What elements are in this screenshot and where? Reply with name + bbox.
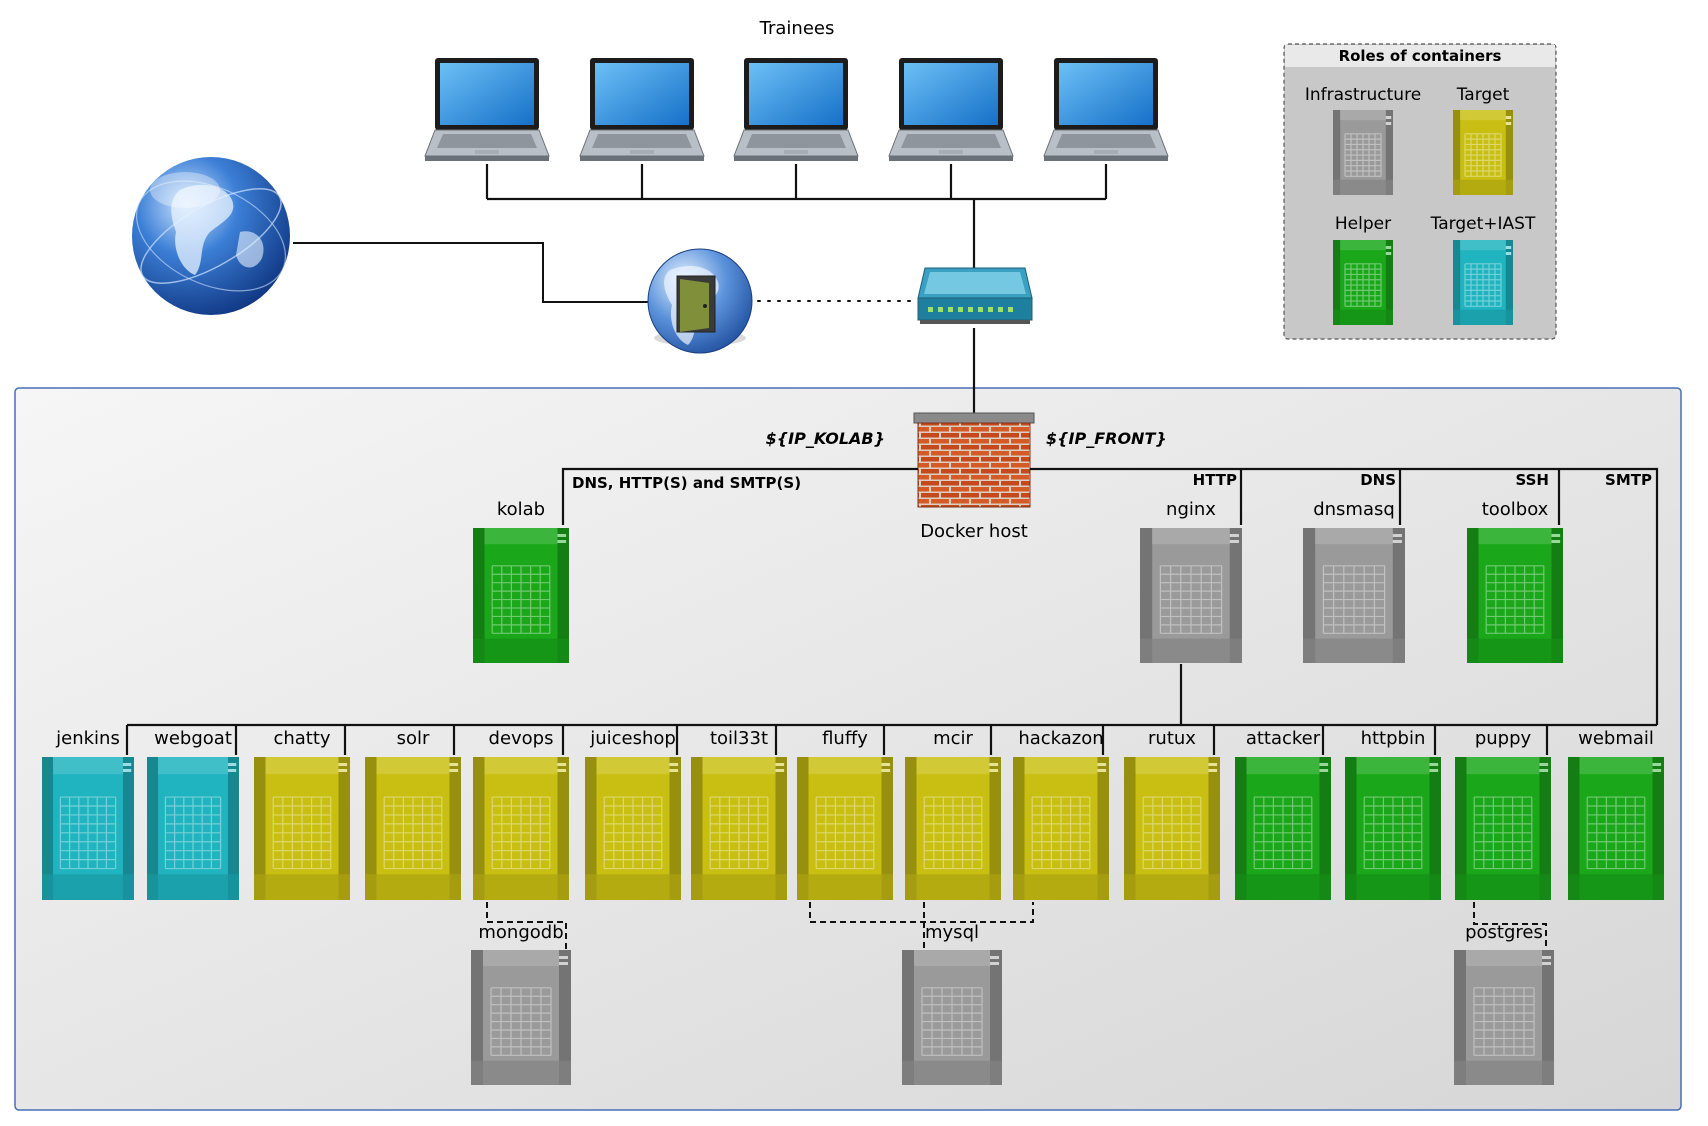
container-servers: [42, 528, 1664, 1085]
kolab-protocols-label: DNS, HTTP(S) and SMTP(S): [572, 474, 801, 492]
dns-label: DNS: [1360, 471, 1396, 489]
label-mongodb: mongodb: [478, 922, 563, 943]
server-toil33t: [691, 757, 787, 900]
laptop-icon: [733, 58, 859, 161]
server-webgoat: [147, 757, 239, 900]
legend-title: Roles of containers: [1339, 47, 1502, 65]
legend-label-infrastructure: Infrastructure: [1305, 85, 1421, 105]
legend-label-helper: Helper: [1335, 214, 1391, 234]
label-devops: devops: [489, 728, 554, 749]
server-mysql: [902, 950, 1002, 1085]
label-nginx: nginx: [1166, 499, 1216, 520]
label-postgres: postgres: [1465, 922, 1543, 943]
smtp-label: SMTP: [1605, 471, 1652, 489]
label-mcir: mcir: [933, 728, 973, 749]
laptop-icon: [579, 58, 705, 161]
trainees-title: Trainees: [759, 18, 835, 39]
label-toil33t: toil33t: [710, 728, 768, 749]
server-postgres: [1454, 950, 1554, 1085]
server-httpbin: [1345, 757, 1441, 900]
server-chatty: [254, 757, 350, 900]
ssh-label: SSH: [1516, 471, 1550, 489]
label-puppy: puppy: [1475, 728, 1532, 749]
trainee-links: [485, 164, 1108, 415]
docker-host-label: Docker host: [920, 521, 1028, 542]
legend-header: [1285, 45, 1555, 67]
server-mcir: [905, 757, 1001, 900]
server-solr: [365, 757, 461, 900]
database-links: [486, 902, 1547, 950]
label-webgoat: webgoat: [154, 728, 232, 749]
server-hackazon: [1013, 757, 1109, 900]
router-icon: [917, 267, 1033, 324]
server-mongodb: [471, 950, 571, 1085]
internet-link: [293, 242, 913, 303]
label-solr: solr: [397, 728, 430, 749]
server-webmail: [1568, 757, 1664, 900]
label-chatty: chatty: [273, 728, 330, 749]
firewall-icon: [913, 412, 1035, 508]
legend-infrastructure-icon: [1333, 110, 1393, 195]
laptop-icon: [1043, 58, 1169, 161]
server-fluffy: [797, 757, 893, 900]
legend-label-target: Target: [1456, 85, 1510, 105]
server-puppy: [1455, 757, 1551, 900]
ip-front-label: ${IP_FRONT}: [1046, 429, 1167, 448]
laptop-icon: [888, 58, 1014, 161]
server-devops: [473, 757, 569, 900]
label-toolbox: toolbox: [1482, 499, 1549, 520]
trainee-laptops: [424, 58, 1169, 161]
docker-zone: [14, 387, 1682, 1111]
label-juiceshop: juiceshop: [589, 728, 676, 749]
legend: Roles of containers Infrastructure Targe…: [1283, 43, 1557, 340]
label-jenkins: jenkins: [55, 728, 120, 749]
label-hackazon: hackazon: [1018, 728, 1103, 749]
http-label: HTTP: [1193, 471, 1237, 489]
server-nginx: [1140, 528, 1242, 663]
label-dnsmasq: dnsmasq: [1313, 499, 1395, 520]
label-httpbin: httpbin: [1361, 728, 1426, 749]
server-juiceshop: [585, 757, 681, 900]
label-webmail: webmail: [1578, 728, 1654, 749]
server-attacker: [1235, 757, 1331, 900]
laptop-icon: [424, 58, 550, 161]
internal-links: [125, 467, 1659, 755]
server-jenkins: [42, 757, 134, 900]
server-dnsmasq: [1303, 528, 1405, 663]
legend-helper-icon: [1333, 240, 1393, 325]
internet-globe-icon: [132, 157, 290, 315]
server-toolbox: [1467, 528, 1563, 663]
label-fluffy: fluffy: [822, 728, 868, 749]
label-mysql: mysql: [925, 922, 979, 943]
legend-label-target-iast: Target+IAST: [1430, 214, 1536, 234]
server-rutux: [1124, 757, 1220, 900]
gateway-icon: [647, 248, 753, 354]
label-attacker: attacker: [1246, 728, 1321, 749]
server-kolab: [473, 528, 569, 663]
ip-kolab-label: ${IP_KOLAB}: [766, 429, 885, 448]
container-labels: kolab nginx dnsmasq toolbox jenkins webgoat ch…: [55, 499, 1654, 943]
legend-target-icon: [1453, 110, 1513, 195]
legend-target-iast-icon: [1453, 240, 1513, 325]
label-rutux: rutux: [1148, 728, 1196, 749]
label-kolab: kolab: [497, 499, 545, 520]
